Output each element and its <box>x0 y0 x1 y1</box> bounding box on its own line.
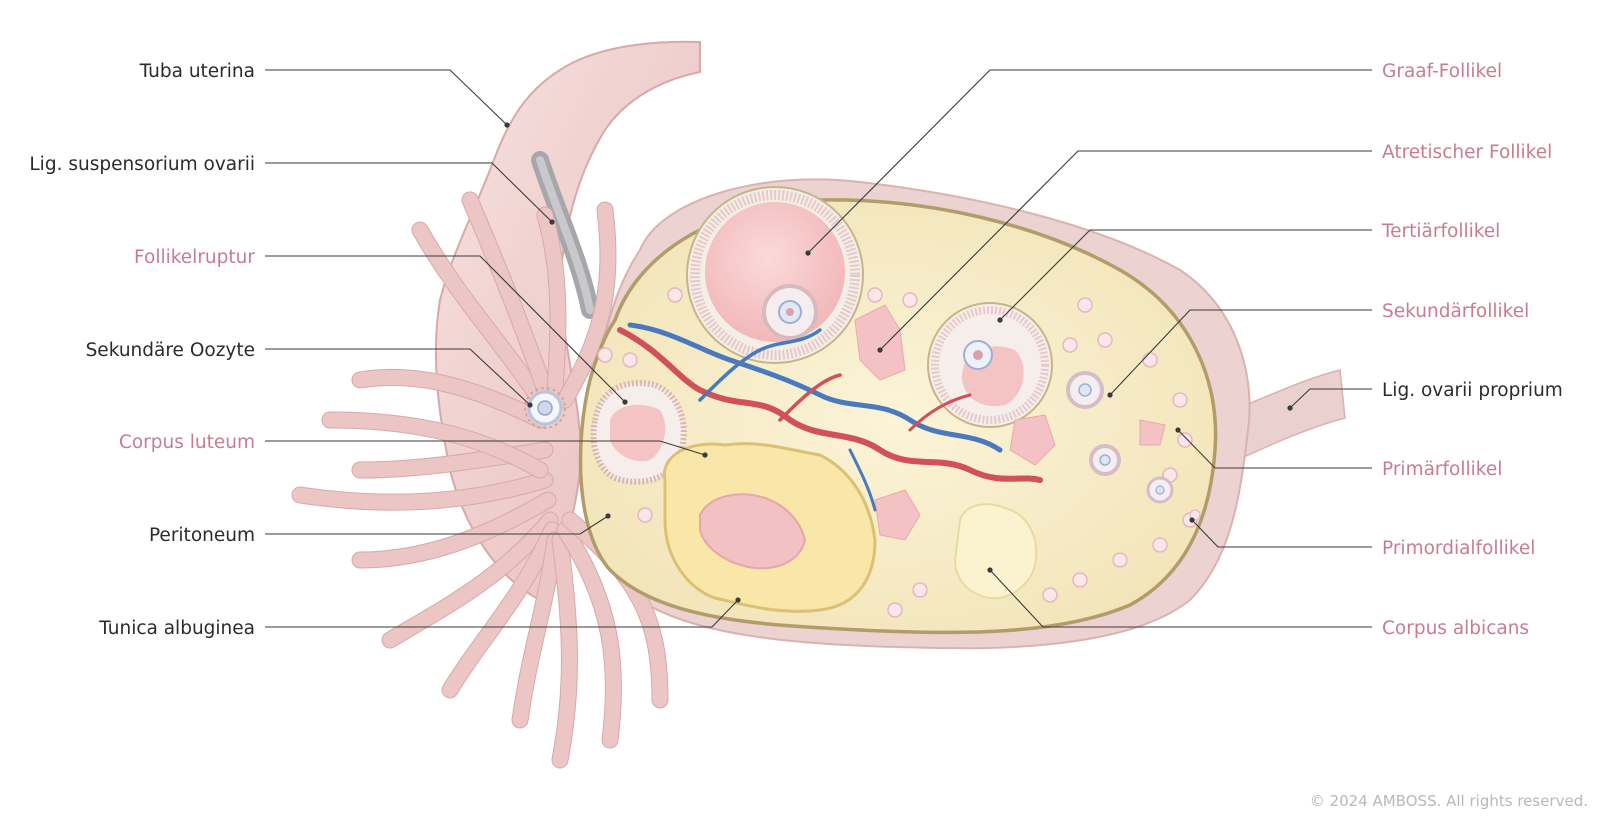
copyright-notice: © 2024 AMBOSS. All rights reserved. <box>1310 792 1588 810</box>
label-lig-ovarii-proprium: Lig. ovarii proprium <box>1382 380 1563 401</box>
labels-right: Graaf-Follikel Atretischer Follikel Tert… <box>1381 61 1563 639</box>
fimbriae <box>291 191 669 769</box>
atretic-follikel-shapes <box>854 304 1166 541</box>
leader-lines <box>265 69 1372 628</box>
label-tuba-uterina: Tuba uterina <box>139 61 255 82</box>
label-sekundaere-oozyte: Sekundäre Oozyte <box>86 340 255 361</box>
label-tunica-albuginea: Tunica albuginea <box>98 618 255 639</box>
label-corpus-albicans: Corpus albicans <box>1382 618 1529 639</box>
label-corpus-luteum: Corpus luteum <box>119 432 255 453</box>
corpus-albicans-shape <box>953 503 1038 600</box>
label-follikelruptur: Follikelruptur <box>134 247 255 268</box>
label-peritoneum: Peritoneum <box>149 525 255 546</box>
label-primordialfollikel: Primordialfollikel <box>1382 538 1535 559</box>
label-lig-suspensorium-ovarii: Lig. suspensorium ovarii <box>29 154 255 175</box>
corpus-luteum-shape <box>663 442 877 613</box>
label-atretischer-follikel: Atretischer Follikel <box>1382 142 1552 163</box>
label-graaf-follikel: Graaf-Follikel <box>1382 61 1502 82</box>
sekundaere-oozyte-shape <box>524 387 566 429</box>
tertiaerfollikel-shape <box>927 302 1053 428</box>
label-primaerfollikel: Primärfollikel <box>1382 459 1502 480</box>
graaf-follikel-shape <box>686 186 864 364</box>
label-sekundaerfollikel: Sekundärfollikel <box>1382 301 1529 322</box>
label-tertiaerfollikel: Tertiärfollikel <box>1381 221 1500 242</box>
labels-left: Tuba uterina Lig. suspensorium ovarii Fo… <box>29 61 255 639</box>
blood-vessels <box>617 322 1043 512</box>
primordial-follicles <box>597 287 1201 618</box>
follikelruptur-shape <box>590 380 687 485</box>
